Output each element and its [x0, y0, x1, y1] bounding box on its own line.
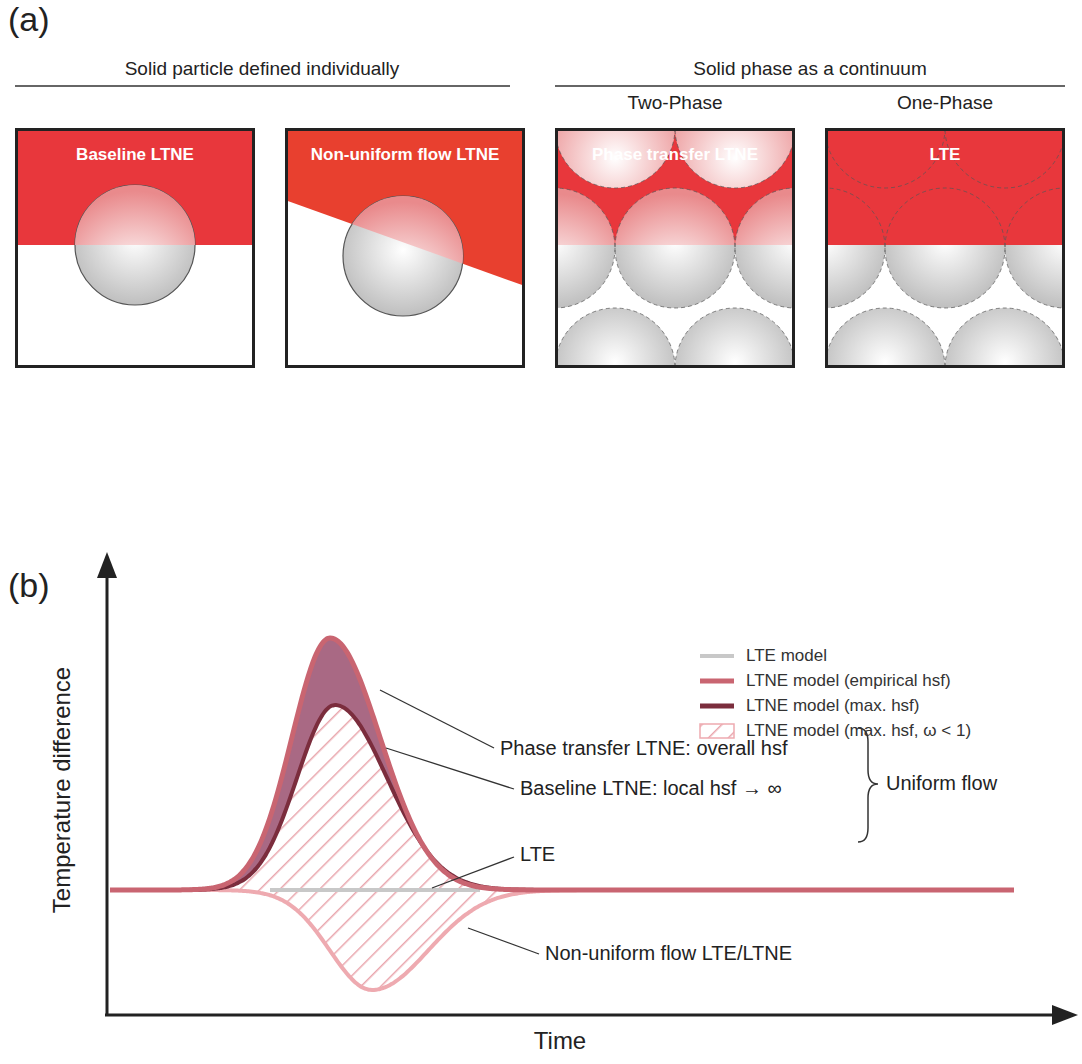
label-text: Solid particle defined individually	[125, 58, 400, 79]
particle	[555, 308, 675, 368]
legend-text: LTNE model (empirical hsf)	[746, 671, 951, 691]
particle	[825, 245, 885, 308]
packed-bed-picture	[825, 128, 1065, 368]
scheme-box: Non-uniform flow LTNE	[285, 128, 525, 368]
legend-text: LTNE model (max. hsf, ω < 1)	[746, 721, 971, 741]
panel-letter: (a)	[8, 0, 50, 39]
x-axis	[105, 1014, 1055, 1017]
nonuniform-curve	[110, 890, 1014, 990]
particle	[735, 188, 795, 245]
particle-outline	[555, 308, 675, 368]
leader-line	[386, 748, 514, 789]
legend-hatch	[700, 724, 734, 738]
label-text: Baseline LTNE: local hsf → ∞	[520, 777, 782, 799]
section-header: Solid phase as a continuum	[693, 58, 926, 80]
particle-outline	[945, 128, 1065, 188]
label-text: Temperature difference	[48, 667, 75, 913]
leader-line	[432, 857, 514, 888]
label-text: Two-Phase	[627, 92, 722, 113]
scheme-box: Baseline LTNE	[15, 128, 255, 368]
brace	[858, 728, 878, 842]
legend-sample	[700, 724, 734, 738]
particle	[555, 245, 615, 308]
legend-text: LTNE model (max. hsf)	[746, 696, 920, 716]
axis-arrow	[97, 552, 117, 578]
annotation: Non-uniform flow LTE/LTNE	[545, 942, 792, 965]
axis-title: Temperature difference	[48, 667, 76, 913]
legend-sample	[700, 681, 734, 682]
particle	[825, 308, 945, 368]
particle-outline	[825, 188, 885, 308]
legend-line	[700, 654, 734, 658]
sub-header: Two-Phase	[627, 92, 722, 114]
label-text: Solid phase as a continuum	[693, 58, 926, 79]
box-title: Baseline LTNE	[18, 145, 252, 165]
particle	[615, 188, 735, 245]
particle-outline	[675, 308, 795, 368]
particle	[1005, 245, 1065, 308]
box-title: Non-uniform flow LTNE	[288, 145, 522, 165]
max-hsf-curve	[110, 705, 1014, 890]
hatched-area	[110, 705, 1014, 990]
leader-line	[468, 928, 539, 954]
particle-outline	[945, 308, 1065, 368]
legend-sample	[700, 656, 734, 657]
particle	[675, 308, 795, 368]
lte-curve	[270, 888, 480, 892]
header-rule	[15, 85, 510, 87]
box-title: LTE	[828, 145, 1062, 165]
annotation: Uniform flow	[886, 772, 997, 795]
particle-picture	[285, 128, 525, 316]
label-text: Phase transfer LTNE: overall hsf	[500, 737, 788, 759]
legend-line	[700, 679, 734, 684]
legend-text: LTE model	[746, 646, 827, 666]
particle-outline	[825, 308, 945, 368]
particle-picture	[15, 128, 255, 305]
y-axis	[106, 575, 109, 1015]
annotation: LTE	[520, 843, 555, 866]
particle-outline	[825, 128, 945, 188]
sub-header: One-Phase	[897, 92, 993, 114]
label-text: One-Phase	[897, 92, 993, 113]
particle-outline	[615, 188, 735, 308]
label-text: (a)	[8, 0, 50, 38]
particle-outline	[735, 188, 795, 308]
scheme-box: LTE	[825, 128, 1065, 368]
particle	[735, 245, 795, 308]
particle-outline	[1005, 188, 1065, 308]
difference-area	[110, 638, 1014, 890]
label-text: Non-uniform flow LTE/LTNE	[545, 942, 792, 964]
box-title: Phase transfer LTNE	[558, 145, 792, 165]
axis-title: Time	[534, 1027, 586, 1055]
header-rule	[555, 85, 1065, 87]
particle-outline	[885, 188, 1005, 308]
scheme-box: Phase transfer LTNE	[555, 128, 795, 368]
particle	[945, 308, 1065, 368]
particle-outline	[555, 188, 615, 308]
empirical-hsf-curve	[110, 638, 1014, 890]
annotation: Baseline LTNE: local hsf → ∞	[520, 777, 782, 800]
label-text: LTE	[520, 843, 555, 865]
axis-arrow	[1052, 1005, 1078, 1025]
label-text: Time	[534, 1027, 586, 1054]
legend-sample	[700, 706, 734, 707]
packed-bed-picture	[555, 128, 795, 368]
annotation: Phase transfer LTNE: overall hsf	[500, 737, 788, 760]
particle	[615, 245, 735, 308]
panel-letter: (b)	[8, 566, 50, 605]
leader-line	[380, 690, 494, 748]
section-header: Solid particle defined individually	[125, 58, 400, 80]
label-text: Uniform flow	[886, 772, 997, 794]
particle	[885, 245, 1005, 308]
particle	[555, 188, 615, 245]
label-text: (b)	[8, 566, 50, 604]
legend-line	[700, 704, 734, 709]
